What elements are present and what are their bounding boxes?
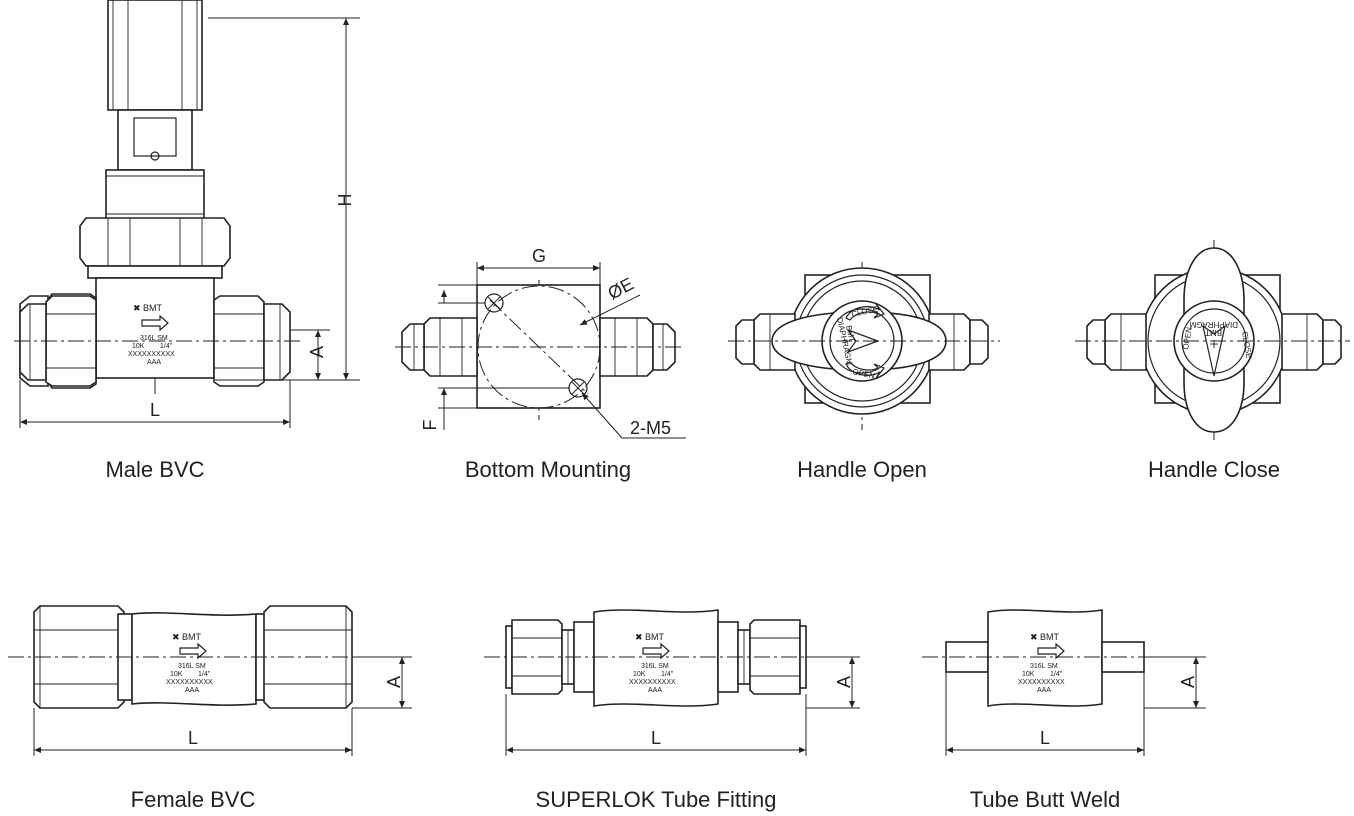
marking-line1: 316L SM <box>641 663 669 670</box>
male-bvc-dim-h: H <box>335 194 355 207</box>
female-bvc-view: BMT ✖ 316L SM 10K 1/4" XXXXXXXXXX AAA A … <box>8 605 412 812</box>
tube-butt-weld-marking: BMT ✖ 316L SM 10K 1/4" XXXXXXXXXX AAA <box>1018 632 1065 694</box>
tube-butt-weld-caption: Tube Butt Weld <box>970 787 1120 812</box>
superlok-dim-l: L <box>651 728 661 748</box>
handle-close-label-top: DIAPHRAGM <box>1189 320 1238 329</box>
tube-butt-weld-view: BMT ✖ 316L SM 10K 1/4" XXXXXXXXXX AAA A … <box>922 609 1206 812</box>
tube-butt-weld-dim-l: L <box>1040 728 1050 748</box>
male-bvc-dim-a: A <box>307 346 327 358</box>
handle-close-label-left: OPEN <box>1181 326 1194 350</box>
male-bvc-caption: Male BVC <box>105 457 204 482</box>
marking-line3: XXXXXXXXXX <box>1018 679 1065 686</box>
handle-close-brand: BMT <box>1205 328 1222 337</box>
bottom-mounting-view: G ØE F 2-M5 Bottom Mounting <box>395 246 686 482</box>
bmt-logo-icon: ✖ <box>133 303 141 313</box>
bmt-logo-icon: ✖ <box>172 632 180 642</box>
marking-brand: BMT <box>182 632 202 642</box>
bottom-mounting-caption: Bottom Mounting <box>465 457 631 482</box>
bottom-mounting-dim-g: G <box>532 246 546 266</box>
marking-line3: XXXXXXXXXX <box>166 679 213 686</box>
female-bvc-caption: Female BVC <box>131 787 256 812</box>
bmt-logo-icon: ✖ <box>1030 632 1038 642</box>
marking-line4: AAA <box>185 687 199 694</box>
superlok-view: BMT ✖ 316L SM 10K 1/4" XXXXXXXXXX AAA A … <box>484 609 860 812</box>
marking-line1: 316L SM <box>1030 663 1058 670</box>
bottom-mounting-thread: 2-M5 <box>630 418 671 438</box>
marking-line4: AAA <box>648 687 662 694</box>
superlok-caption: SUPERLOK Tube Fitting <box>536 787 777 812</box>
handle-open-caption: Handle Open <box>797 457 927 482</box>
marking-line4: AAA <box>1037 687 1051 694</box>
bmt-logo-icon: ✖ <box>635 632 643 642</box>
marking-line2-left: 10K <box>1022 671 1035 678</box>
male-bvc-view: BMT ✖ 316L SM 10K 1/4" XXXXXXXXXX AAA H … <box>14 0 360 482</box>
female-bvc-dim-a: A <box>384 676 404 688</box>
marking-line2-right: 1/4" <box>661 671 674 678</box>
marking-line3: XXXXXXXXXX <box>128 351 175 358</box>
tube-butt-weld-dim-a: A <box>1178 676 1198 688</box>
handle-open-view: CLOSE OPEN DIAPHRAGM BMT Handle Open <box>728 262 1000 482</box>
marking-brand: BMT <box>645 632 665 642</box>
marking-line1: 316L SM <box>178 663 206 670</box>
superlok-marking: BMT ✖ 316L SM 10K 1/4" XXXXXXXXXX AAA <box>629 632 676 694</box>
handle-close-view: OPEN CLOSE DIAPHRAGM BMT Handle Close <box>1075 240 1350 482</box>
superlok-dim-a: A <box>834 676 854 688</box>
bottom-mounting-dim-f: F <box>420 420 440 431</box>
marking-line2-left: 10K <box>132 343 145 350</box>
marking-brand: BMT <box>143 303 163 313</box>
marking-line1: 316L SM <box>140 335 168 342</box>
handle-open-brand: BMT <box>844 325 856 343</box>
marking-line2-left: 10K <box>633 671 646 678</box>
marking-line2-right: 1/4" <box>198 671 211 678</box>
marking-brand: BMT <box>1040 632 1060 642</box>
marking-line2-right: 1/4" <box>1050 671 1063 678</box>
male-bvc-dim-l: L <box>150 400 160 420</box>
marking-line2-left: 10K <box>170 671 183 678</box>
marking-line2-right: 1/4" <box>160 343 173 350</box>
male-bvc-marking: BMT ✖ 316L SM 10K 1/4" XXXXXXXXXX AAA <box>128 303 175 366</box>
marking-line4: AAA <box>147 359 161 366</box>
female-bvc-marking: BMT ✖ 316L SM 10K 1/4" XXXXXXXXXX AAA <box>166 632 213 694</box>
female-bvc-dim-l: L <box>188 728 198 748</box>
handle-close-caption: Handle Close <box>1148 457 1280 482</box>
marking-line3: XXXXXXXXXX <box>629 679 676 686</box>
